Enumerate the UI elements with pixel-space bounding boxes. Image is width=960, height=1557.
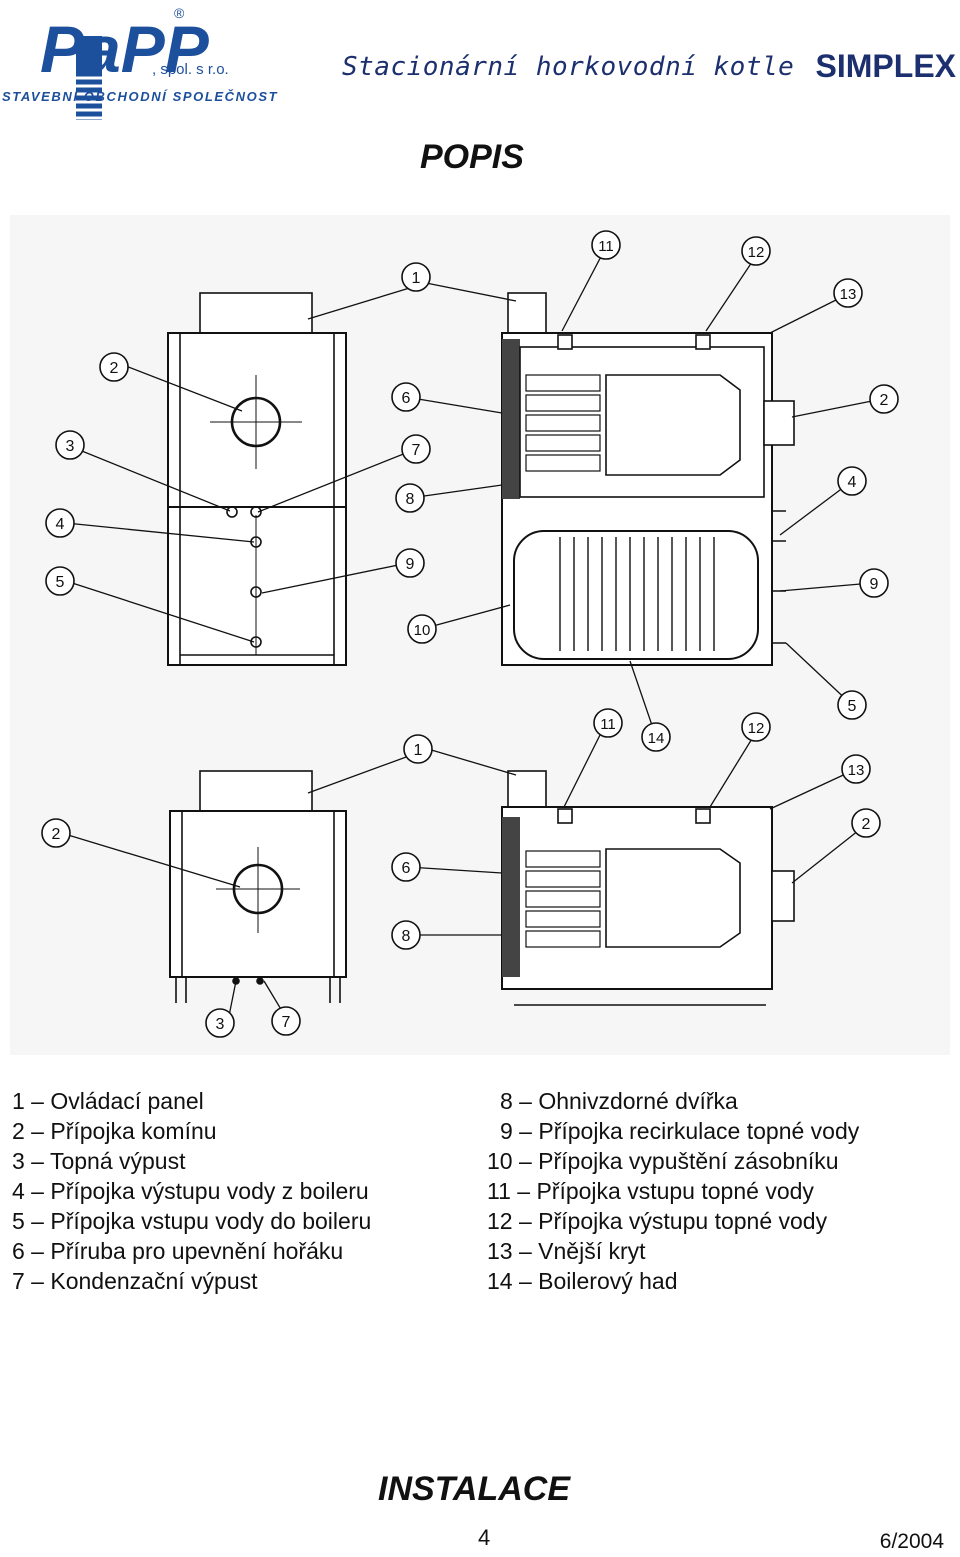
legend-item: 2 – Přípojka komínu: [12, 1118, 217, 1144]
legend-item: 3 – Topná výpust: [12, 1148, 186, 1174]
callout-1-bottom: 1: [403, 734, 433, 764]
callout-3-left-top: 3: [55, 430, 85, 460]
callout-2-right-bottom: 2: [851, 808, 881, 838]
callout-2-left-top: 2: [99, 352, 129, 382]
legend-right: 8 – Ohnivzdorné dvířka 9 – Přípojka reci…: [487, 1086, 859, 1296]
svg-text:1: 1: [412, 270, 421, 287]
svg-text:13: 13: [848, 762, 865, 779]
svg-text:3: 3: [216, 1016, 225, 1033]
callout-11-top: 11: [591, 230, 621, 260]
svg-text:12: 12: [748, 244, 765, 261]
callout-5-right: 5: [837, 690, 867, 720]
legend-item: 10 – Přípojka vypuštění zásobníku: [487, 1148, 839, 1174]
legend-item: 7 – Kondenzační výpust: [12, 1268, 258, 1294]
callout-5-left: 5: [45, 566, 75, 596]
svg-text:12: 12: [748, 720, 765, 737]
svg-text:7: 7: [412, 442, 421, 459]
callout-1-top: 1: [401, 262, 431, 292]
callout-12-bottom: 12: [741, 712, 771, 742]
section-title-instalace: INSTALACE: [378, 1470, 571, 1508]
svg-text:5: 5: [56, 574, 65, 591]
svg-text:4: 4: [848, 474, 857, 491]
section-view-bottom: [501, 770, 795, 1006]
logo-registered: ®: [174, 5, 185, 21]
callout-14: 14: [641, 722, 671, 752]
callout-7-bottom: 7: [271, 1006, 301, 1036]
svg-text:6: 6: [402, 390, 411, 407]
svg-text:6: 6: [402, 860, 411, 877]
header-product: SIMPLEX: [815, 48, 956, 84]
legend-item: 11 – Přípojka vstupu topné vody: [487, 1178, 814, 1204]
svg-text:8: 8: [406, 491, 415, 508]
svg-text:10: 10: [414, 622, 431, 639]
svg-text:7: 7: [282, 1014, 291, 1031]
callout-6-bottom: 6: [391, 852, 421, 882]
legend-item: 14 – Boilerový had: [487, 1268, 678, 1294]
callout-7-top: 7: [401, 434, 431, 464]
legend-item: 5 – Přípojka vstupu vody do boileru: [12, 1208, 372, 1234]
callout-9-right: 9: [859, 568, 889, 598]
svg-text:13: 13: [840, 286, 857, 303]
callout-2-right-top: 2: [869, 384, 899, 414]
callout-13-top: 13: [833, 278, 863, 308]
callout-8-bottom: 8: [391, 920, 421, 950]
svg-text:2: 2: [110, 360, 119, 377]
callout-4-left: 4: [45, 508, 75, 538]
logo-tagline: STAVEBNÍ OBCHODNÍ SPOLEČNOST: [2, 89, 278, 104]
svg-text:5: 5: [848, 698, 857, 715]
callout-3-bottom: 3: [205, 1008, 235, 1038]
svg-text:4: 4: [56, 516, 65, 533]
header-subtitle: Stacionární horkovodní kotle: [342, 52, 795, 82]
page-date: 6/2004: [879, 1530, 944, 1553]
legend-item: 4 – Přípojka výstupu vody z boileru: [12, 1178, 369, 1204]
section-view-top: [501, 292, 795, 666]
legend-item: 8 – Ohnivzdorné dvířka: [500, 1088, 738, 1114]
legend-left: 1 – Ovládací panel 2 – Přípojka komínu 3…: [12, 1086, 371, 1296]
boiler-diagram: 1 2 3 4 5 6 7 8 9 10 11 12 13 2 4 9 5 14…: [10, 215, 950, 1055]
svg-text:1: 1: [414, 742, 423, 759]
callout-2-left-bottom: 2: [41, 818, 71, 848]
section-title-popis: POPIS: [420, 138, 524, 176]
svg-text:2: 2: [52, 826, 61, 843]
legend-item: 13 – Vnější kryt: [487, 1238, 646, 1264]
svg-text:3: 3: [66, 438, 75, 455]
callout-11-bottom: 11: [593, 708, 623, 738]
callout-4-right: 4: [837, 466, 867, 496]
callout-6-top: 6: [391, 382, 421, 412]
legend-item: 1 – Ovládací panel: [12, 1088, 204, 1114]
callout-12-top: 12: [741, 236, 771, 266]
leader-lines: [65, 246, 883, 1022]
legend-item: 6 – Příruba pro upevnění hořáku: [12, 1238, 344, 1264]
svg-text:11: 11: [598, 238, 614, 255]
callout-9-mid: 9: [395, 548, 425, 578]
logo-company: , spol. s r.o.: [152, 61, 229, 78]
logo-wordmark: PaPP: [40, 12, 210, 86]
front-view-top: [167, 292, 347, 666]
company-logo: PaPP ® , spol. s r.o. STAVEBNÍ OBCHODNÍ …: [2, 5, 278, 120]
svg-text:9: 9: [406, 556, 415, 573]
svg-text:9: 9: [870, 576, 879, 593]
callout-8-top: 8: [395, 483, 425, 513]
svg-text:14: 14: [648, 730, 665, 747]
svg-text:2: 2: [862, 816, 871, 833]
callout-10: 10: [407, 614, 437, 644]
legend-item: 9 – Přípojka recirkulace topné vody: [500, 1118, 860, 1144]
legend-item: 12 – Přípojka výstupu topné vody: [487, 1208, 828, 1234]
page-number: 4: [478, 1525, 491, 1550]
svg-text:8: 8: [402, 928, 411, 945]
front-view-bottom: [169, 770, 347, 1003]
svg-text:11: 11: [600, 716, 616, 733]
callout-13-bottom: 13: [841, 754, 871, 784]
svg-text:2: 2: [880, 392, 889, 409]
callouts: 1 2 3 4 5 6 7 8 9 10 11 12 13 2 4 9 5 14…: [41, 230, 899, 1038]
